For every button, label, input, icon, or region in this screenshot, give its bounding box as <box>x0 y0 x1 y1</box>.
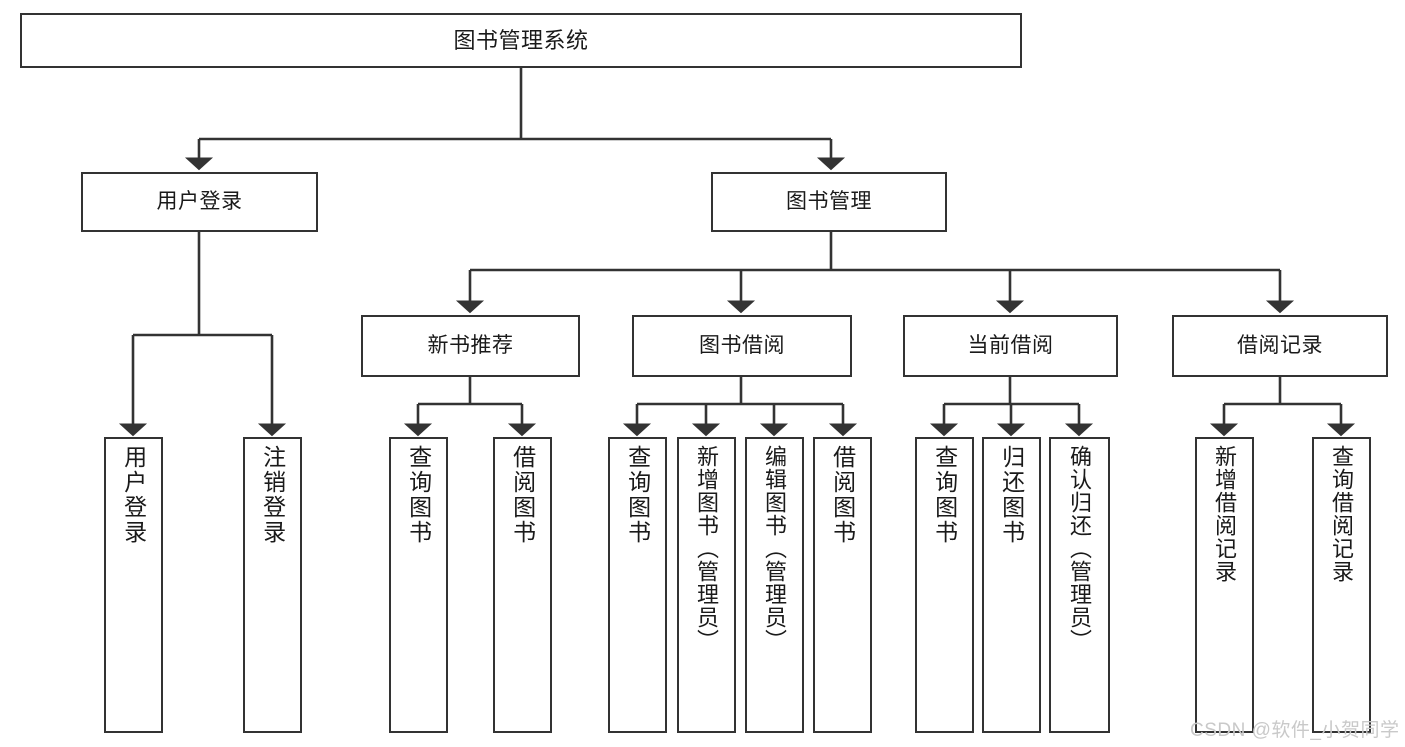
node-user-login[interactable]: 用户登录 <box>81 172 318 232</box>
node-leaf-query-book-recommend[interactable]: 查询图书 <box>389 437 448 733</box>
node-leaf-query-book-borrow[interactable]: 查询图书 <box>608 437 667 733</box>
node-label: 查询图书 <box>931 445 958 545</box>
node-leaf-confirm-return-admin[interactable]: 确认归还（管理员） <box>1049 437 1110 733</box>
node-leaf-user-login[interactable]: 用户登录 <box>104 437 163 733</box>
node-book-management[interactable]: 图书管理 <box>711 172 947 232</box>
node-label: 查询图书 <box>624 445 651 545</box>
node-leaf-add-book-admin[interactable]: 新增图书（管理员） <box>677 437 736 733</box>
node-label: 查询借阅记录 <box>1329 445 1355 583</box>
node-label: 编辑图书（管理员） <box>762 445 788 652</box>
node-new-book-recommend[interactable]: 新书推荐 <box>361 315 580 377</box>
node-current-borrow[interactable]: 当前借阅 <box>903 315 1118 377</box>
node-label: 当前借阅 <box>967 333 1054 357</box>
node-label: 借阅记录 <box>1237 333 1323 357</box>
node-label: 借阅图书 <box>509 445 536 545</box>
node-label: 新书推荐 <box>427 333 514 357</box>
node-leaf-logout[interactable]: 注销登录 <box>243 437 302 733</box>
node-leaf-edit-book-admin[interactable]: 编辑图书（管理员） <box>745 437 804 733</box>
node-label: 确认归还（管理员） <box>1067 445 1093 652</box>
node-leaf-borrow-book-recommend[interactable]: 借阅图书 <box>493 437 552 733</box>
node-label: 归还图书 <box>998 445 1025 545</box>
node-label: 新增借阅记录 <box>1212 445 1238 583</box>
node-book-borrow[interactable]: 图书借阅 <box>632 315 852 377</box>
node-label: 图书管理系统 <box>453 27 589 53</box>
node-label: 图书管理 <box>786 189 872 213</box>
node-label: 用户登录 <box>156 189 243 213</box>
node-leaf-query-borrow-record[interactable]: 查询借阅记录 <box>1312 437 1371 733</box>
node-borrow-record[interactable]: 借阅记录 <box>1172 315 1388 377</box>
node-label: 查询图书 <box>405 445 432 545</box>
node-label: 借阅图书 <box>829 445 856 545</box>
watermark-text: CSDN @软件_小贺同学 <box>1190 720 1400 741</box>
node-leaf-return-book[interactable]: 归还图书 <box>982 437 1041 733</box>
node-root-system[interactable]: 图书管理系统 <box>20 13 1022 68</box>
node-leaf-query-book-current[interactable]: 查询图书 <box>915 437 974 733</box>
node-label: 注销登录 <box>259 445 286 545</box>
node-label: 用户登录 <box>120 445 147 545</box>
node-leaf-borrow-book[interactable]: 借阅图书 <box>813 437 872 733</box>
node-label: 新增图书（管理员） <box>694 445 720 652</box>
node-label: 图书借阅 <box>699 333 785 357</box>
node-leaf-add-borrow-record[interactable]: 新增借阅记录 <box>1195 437 1254 733</box>
